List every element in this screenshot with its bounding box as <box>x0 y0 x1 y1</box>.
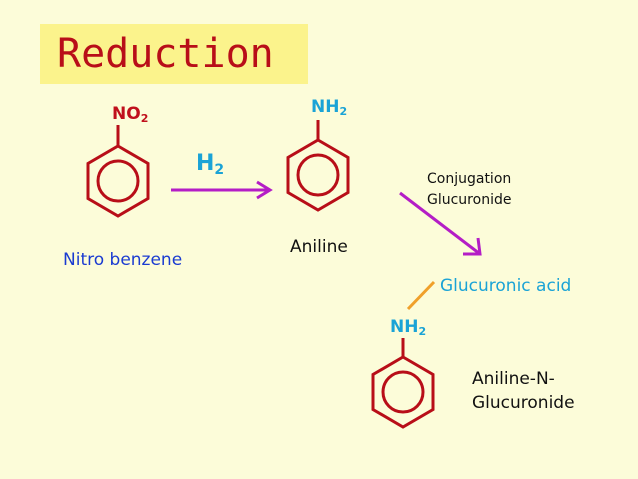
product-ring <box>371 338 435 429</box>
product-amino-group-label: NH2 <box>390 317 427 338</box>
product-name: Aniline-N- Glucuronide <box>472 369 575 413</box>
title-background <box>40 24 308 84</box>
page-title: Reduction <box>57 31 274 77</box>
glucuronic-acid-label: Glucuronic acid <box>440 276 572 296</box>
reagent-label: H2 <box>196 151 225 178</box>
aniline-ring <box>286 120 350 212</box>
conjugation-arrow <box>399 191 482 256</box>
nitrobenzene-name: Nitro benzene <box>63 250 183 270</box>
nitrobenzene-ring <box>86 125 150 218</box>
nitro-group-label: NO2 <box>112 104 149 125</box>
reduction-arrow <box>171 180 273 200</box>
glucuronide-bond <box>406 280 436 311</box>
conjugation-label: Conjugation Glucuronide <box>427 171 512 208</box>
amino-group-label: NH2 <box>311 97 348 118</box>
aniline-name: Aniline <box>290 237 348 257</box>
